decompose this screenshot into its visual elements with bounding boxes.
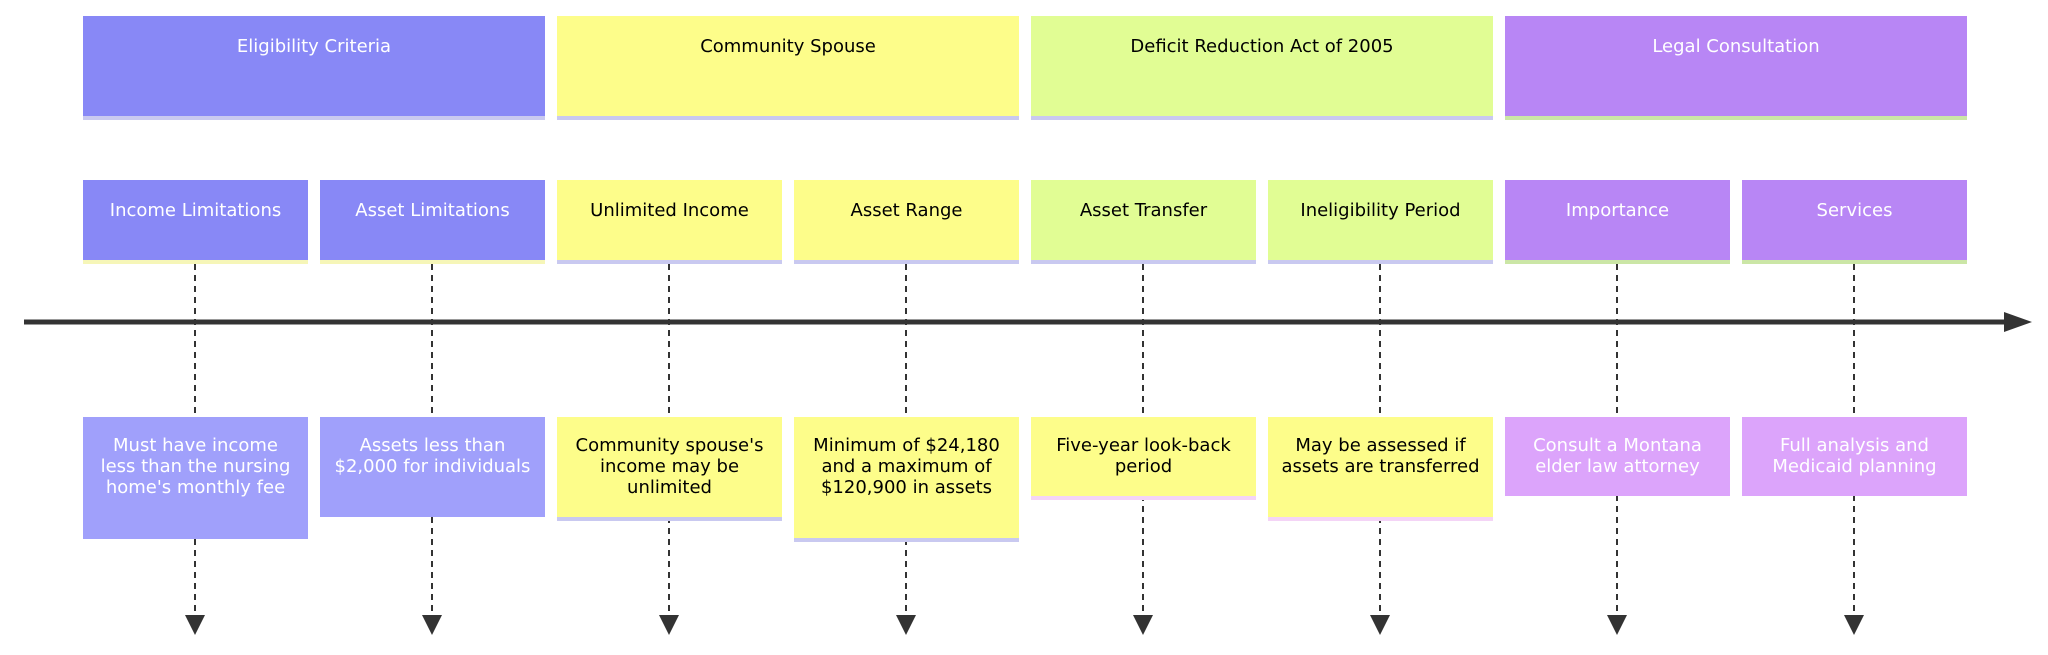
section-deficit-reduction-act: Deficit Reduction Act of 2005 xyxy=(1031,16,1493,120)
section-legal-consultation: Legal Consultation xyxy=(1505,16,1967,120)
period-label: Asset Limitations xyxy=(355,200,510,221)
event-text: Must have income less than the nursing h… xyxy=(100,435,291,498)
event-text: Community spouse's income may be unlimit… xyxy=(575,435,764,498)
event-income-limitations: Must have income less than the nursing h… xyxy=(83,417,308,539)
event-asset-transfer: Five-year look-back period xyxy=(1031,417,1256,500)
event-ineligibility-period: May be assessed if assets are transferre… xyxy=(1268,417,1493,521)
period-unlimited-income: Unlimited Income xyxy=(557,180,782,264)
event-asset-limitations: Assets less than $2,000 for individuals xyxy=(320,417,545,517)
section-label: Legal Consultation xyxy=(1652,36,1820,57)
event-text: Minimum of $24,180 and a maximum of $120… xyxy=(813,435,1000,498)
period-label: Unlimited Income xyxy=(590,200,749,221)
period-label: Asset Range xyxy=(850,200,963,221)
period-asset-limitations: Asset Limitations xyxy=(320,180,545,264)
section-label: Deficit Reduction Act of 2005 xyxy=(1130,36,1394,57)
period-ineligibility-period: Ineligibility Period xyxy=(1268,180,1493,264)
event-services: Full analysis and Medicaid planning xyxy=(1742,417,1967,496)
event-text: Consult a Montana elder law attorney xyxy=(1533,435,1702,477)
section-label: Eligibility Criteria xyxy=(236,36,392,57)
event-text: Assets less than $2,000 for individuals xyxy=(334,435,531,477)
period-asset-transfer: Asset Transfer xyxy=(1031,180,1256,264)
period-label: Services xyxy=(1816,200,1893,221)
period-label: Income Limitations xyxy=(109,200,282,221)
event-text: May be assessed if assets are transferre… xyxy=(1281,435,1480,477)
section-community-spouse: Community Spouse xyxy=(557,16,1019,120)
event-importance: Consult a Montana elder law attorney xyxy=(1505,417,1730,496)
period-label: Asset Transfer xyxy=(1079,200,1208,221)
timeline-arrowhead xyxy=(2004,312,2032,332)
period-income-limitations: Income Limitations xyxy=(83,180,308,264)
event-unlimited-income: Community spouse's income may be unlimit… xyxy=(557,417,782,521)
period-importance: Importance xyxy=(1505,180,1730,264)
section-eligibility-criteria: Eligibility Criteria xyxy=(83,16,545,120)
event-text: Five-year look-back period xyxy=(1056,435,1231,477)
period-asset-range: Asset Range xyxy=(794,180,1019,264)
period-label: Ineligibility Period xyxy=(1300,200,1461,221)
period-label: Importance xyxy=(1565,200,1670,221)
event-text: Full analysis and Medicaid planning xyxy=(1772,435,1937,477)
period-services: Services xyxy=(1742,180,1967,264)
section-label: Community Spouse xyxy=(700,36,876,57)
event-asset-range: Minimum of $24,180 and a maximum of $120… xyxy=(794,417,1019,542)
